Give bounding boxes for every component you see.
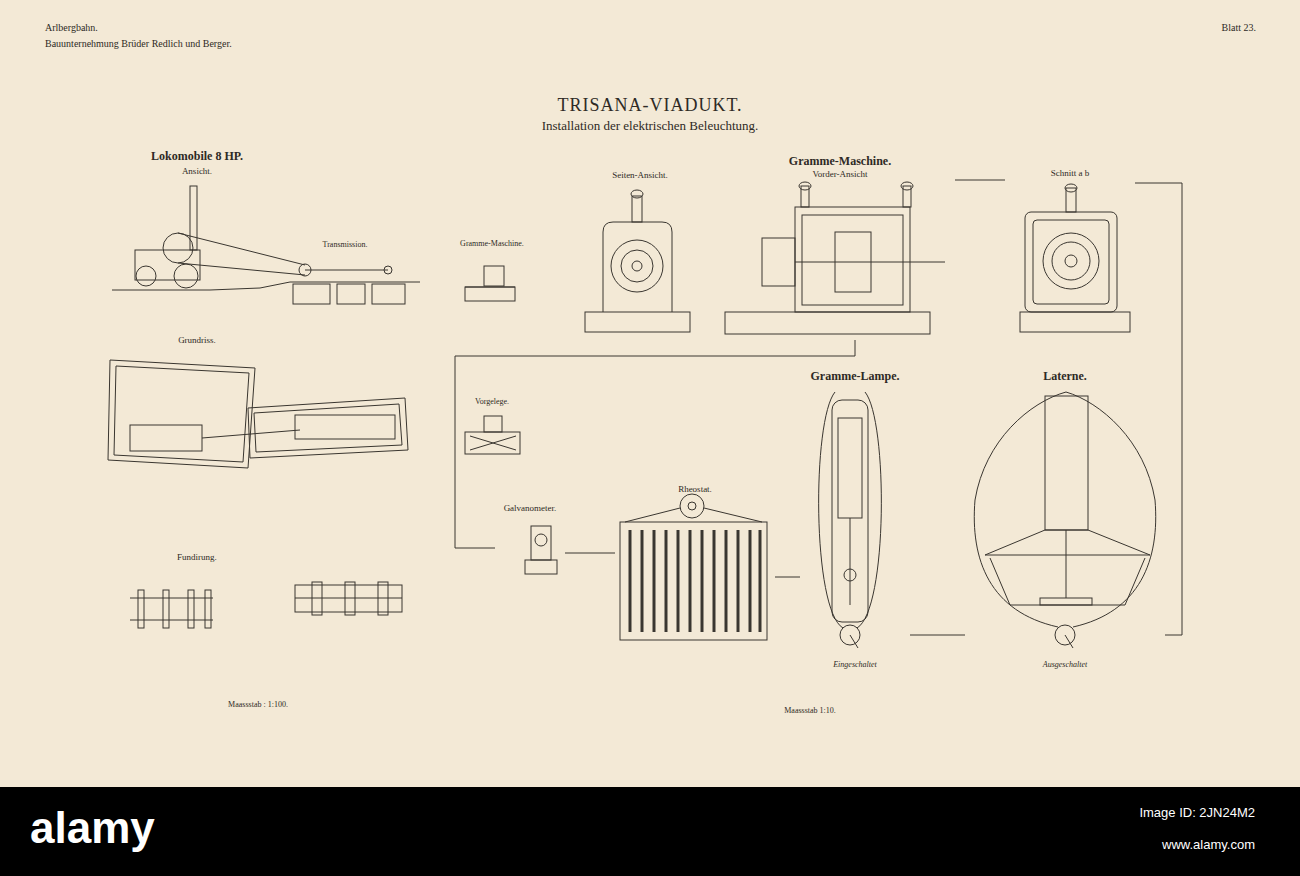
wire <box>775 577 800 578</box>
part-label: Transmission. <box>323 240 368 249</box>
part-label: Vorgelege. <box>475 397 509 406</box>
view-label: Seiten-Ansicht. <box>612 170 668 180</box>
component-heading: Laterne. <box>965 370 1165 384</box>
component-note: Ausgeschaltet <box>965 660 1165 669</box>
sheet-header: Bauunternehmung Brüder Redlich und Berge… <box>45 38 232 50</box>
component: Rheostat. <box>615 484 775 647</box>
component: Laterne. Ausgeschaltet <box>965 370 1165 675</box>
component: Gramme-Lampe. Eingeschaltet <box>800 370 910 675</box>
component-heading: Gramme-Lampe. <box>800 370 910 384</box>
watermark-url: www.alamy.com <box>1162 838 1255 853</box>
component-note: Eingeschaltet <box>800 660 910 669</box>
sheet-number: Blatt 23. <box>1222 22 1256 34</box>
component-heading: Rheostat. <box>615 484 775 494</box>
sheet-header: Arlbergbahn. <box>45 22 98 34</box>
sheet-subtitle: Installation der elektrischen Beleuchtun… <box>542 119 759 134</box>
wire <box>565 553 615 554</box>
sheet-title: TRISANA-VIADUKT. <box>557 95 742 116</box>
watermark-logo: alamy <box>30 803 155 854</box>
view-heading: Lokomobile 8 HP. <box>151 150 243 164</box>
scale-note: Maassstab : 1:100. <box>228 700 288 709</box>
watermark-id: Image ID: 2JN24M2 <box>1139 806 1255 821</box>
view-label: Grundriss. <box>178 335 216 345</box>
component-heading: Schnitt a b <box>1005 168 1135 178</box>
illustration <box>108 182 1156 648</box>
view-label: Fundirung. <box>177 552 217 562</box>
component-heading: Gramme-Maschine. <box>725 155 955 169</box>
wire <box>955 180 1005 181</box>
footer-band <box>0 787 1300 876</box>
component: Galvanometer. <box>495 503 565 583</box>
scale-note: Maassstab 1:10. <box>784 706 836 715</box>
wire <box>1135 183 1182 635</box>
view-label: Ansicht. <box>182 166 212 176</box>
component-heading: Galvanometer. <box>495 503 565 513</box>
component: Gramme-Maschine.Vorder-Ansicht <box>725 155 955 340</box>
wire <box>910 635 965 636</box>
component: Schnitt a b <box>1005 168 1135 338</box>
wire <box>455 340 855 548</box>
part-label: Gramme-Maschine. <box>460 239 524 248</box>
component-note: Vorder-Ansicht <box>725 169 955 179</box>
